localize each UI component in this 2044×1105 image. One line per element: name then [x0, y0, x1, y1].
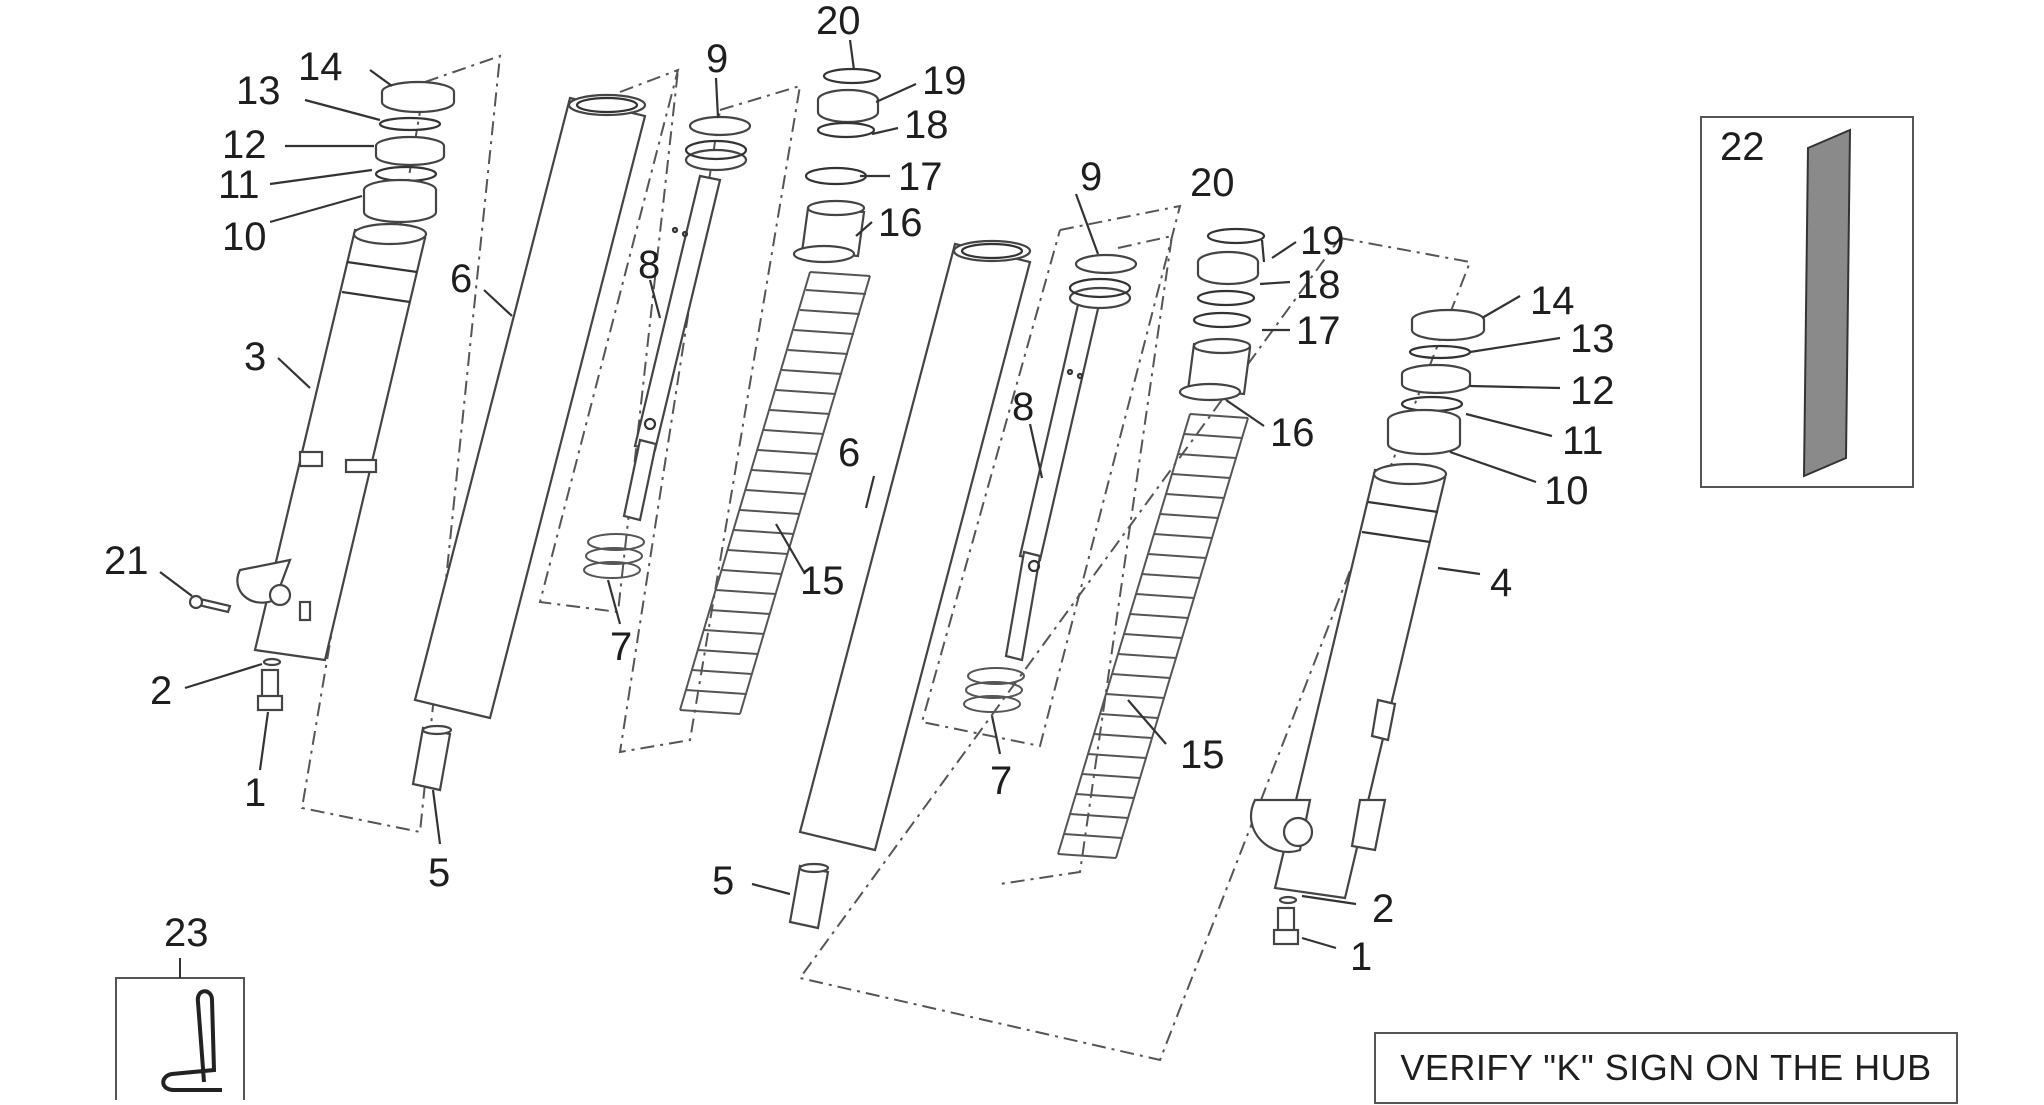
callout-13-right: 13 — [1570, 317, 1615, 361]
bolt-21-left — [188, 594, 232, 614]
fork-spring-right — [1057, 337, 1252, 859]
callout-5-left: 5 — [428, 851, 450, 895]
callout-18-right: 18 — [1296, 263, 1341, 307]
callout-20-right: 20 — [1190, 161, 1235, 205]
callout-7-left: 7 — [610, 625, 632, 669]
callout-8-right: 8 — [1012, 385, 1034, 429]
callout-5-right: 5 — [712, 859, 734, 903]
callout-6-left: 6 — [450, 257, 472, 301]
bush-seals-right — [1386, 308, 1486, 456]
callout-22: 22 — [1720, 125, 1765, 169]
callout-11-right: 11 — [1562, 419, 1604, 463]
callout-16-right: 16 — [1270, 411, 1315, 455]
rebound-spring-7-left — [583, 533, 645, 579]
bolt-1-right — [1272, 895, 1300, 946]
callout-11-left: 11 — [218, 163, 260, 207]
fork-tube-left — [413, 93, 647, 720]
callout-15-right: 15 — [1180, 733, 1225, 777]
callout-labels: 14 13 12 11 10 3 21 2 1 6 5 8 9 7 15 16 … — [104, 0, 1765, 979]
callout-4: 4 — [1490, 561, 1512, 605]
callout-12-left: 12 — [222, 123, 267, 167]
damper-rod-left — [622, 115, 752, 522]
rings-17-20-left — [804, 67, 882, 186]
callout-21: 21 — [104, 539, 149, 583]
box-22 — [1700, 116, 1914, 488]
box-23 — [115, 958, 245, 1105]
bush-seals-left — [362, 80, 456, 224]
callout-23: 23 — [164, 911, 209, 955]
callout-12-right: 12 — [1570, 369, 1615, 413]
verify-k-sign-note: VERIFY "K" SIGN ON THE HUB — [1374, 1032, 1958, 1104]
callout-7-right: 7 — [990, 759, 1012, 803]
callout-18-left: 18 — [904, 103, 949, 147]
callout-8-left: 8 — [638, 243, 660, 287]
rebound-spring-7-right — [963, 667, 1025, 713]
callout-3: 3 — [244, 335, 266, 379]
fork-spring-left — [679, 199, 871, 715]
callout-2-right: 2 — [1372, 887, 1394, 931]
rings-17-20-right — [1192, 227, 1266, 329]
callout-1-left: 1 — [244, 771, 266, 815]
bolt-1-left — [256, 657, 284, 712]
callout-17-left: 17 — [898, 155, 943, 199]
fork-slider-right — [1249, 462, 1448, 900]
callout-10-right: 10 — [1544, 469, 1589, 513]
callout-14-right: 14 — [1530, 279, 1575, 323]
group-outline-right-internals — [798, 204, 1472, 1062]
leader-lines — [159, 39, 1561, 950]
callout-20-left: 20 — [816, 0, 861, 43]
callout-19-right: 19 — [1300, 219, 1345, 263]
bushing-5-left — [411, 724, 453, 792]
callout-19-left: 19 — [922, 59, 967, 103]
callout-15-left: 15 — [800, 559, 845, 603]
callout-17-right: 17 — [1296, 309, 1341, 353]
callout-1-right: 1 — [1350, 935, 1372, 979]
callout-2-left: 2 — [150, 669, 172, 713]
damper-rod-right — [1004, 253, 1138, 662]
fork-slider-left — [236, 222, 428, 662]
callout-16-left: 16 — [878, 201, 923, 245]
fork-tube-right — [798, 239, 1032, 852]
callout-9-right: 9 — [1080, 155, 1102, 199]
bushing-5-right — [788, 862, 830, 930]
callout-6-right: 6 — [838, 431, 860, 475]
callout-13-left: 13 — [236, 69, 281, 113]
callout-14-left: 14 — [298, 45, 343, 89]
callout-10-left: 10 — [222, 215, 267, 259]
callout-9-left: 9 — [706, 37, 728, 81]
